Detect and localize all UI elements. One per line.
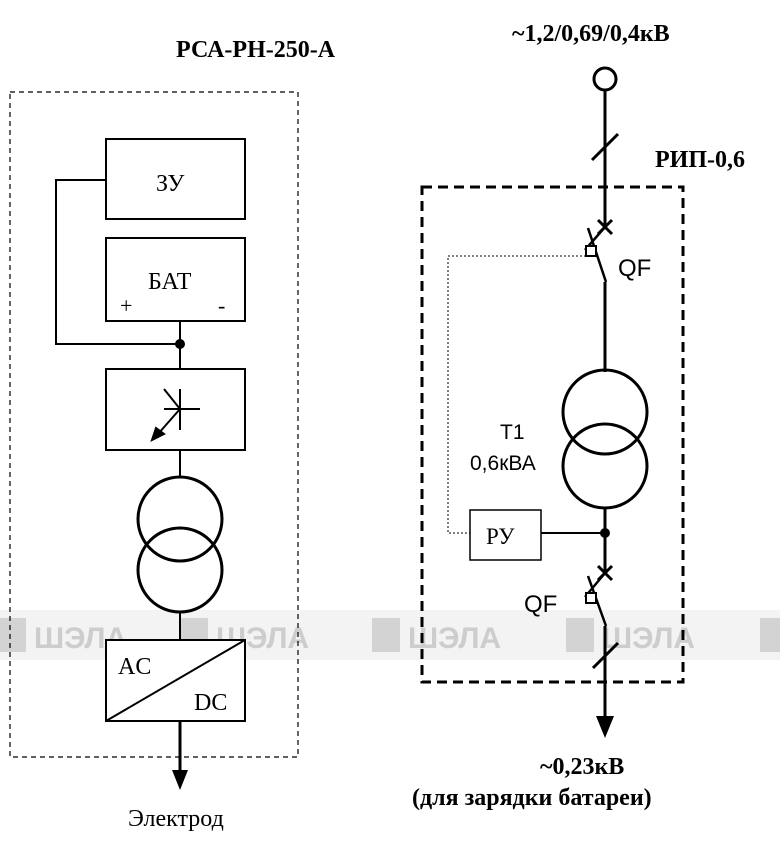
- watermark-text: ШЭЛА: [602, 622, 695, 655]
- transformer-name-label: T1: [500, 421, 525, 444]
- battery-block: БАТ + -: [105, 237, 246, 322]
- rectifier-ac-label: AC: [118, 654, 151, 680]
- thyristor-icon: [150, 388, 200, 442]
- breaker-bottom-icon: [584, 564, 614, 627]
- relay-label: РУ: [486, 524, 515, 549]
- electrode-arrow-icon: [172, 770, 188, 790]
- output-note-label: (для зарядки батареи): [412, 785, 652, 811]
- right-title: РИП-0,6: [655, 147, 745, 173]
- left-enclosure: [9, 91, 299, 758]
- input-terminal-icon: [592, 66, 618, 92]
- output-cable-mark-icon: [591, 641, 620, 670]
- output-voltage-label: ~0,23кВ: [540, 754, 624, 780]
- charger-label: ЗУ: [156, 171, 184, 197]
- charger-block: ЗУ: [105, 138, 246, 220]
- breaker-top-label: QF: [618, 255, 651, 282]
- input-cable-mark-icon: [590, 132, 620, 162]
- output-arrow-icon: [596, 716, 614, 738]
- battery-label: БАТ: [148, 269, 192, 295]
- left-title: РСА-РН-250-А: [176, 37, 336, 63]
- breaker-top-icon: [584, 218, 614, 372]
- input-voltage-label: ~1,2/0,69/0,4кВ: [512, 21, 670, 47]
- right-transformer-icon: [561, 368, 649, 510]
- watermark-logo-icon: [0, 618, 780, 652]
- right-enclosure: [420, 185, 685, 684]
- electrode-label: Электрод: [128, 806, 224, 832]
- relay-block: РУ: [469, 509, 542, 561]
- breaker-bottom-label: QF: [524, 591, 557, 618]
- junction-dot: [175, 339, 185, 349]
- rectifier-dc-label: DC: [194, 690, 227, 716]
- watermark-text: ШЭЛА: [408, 622, 501, 655]
- charger-feedback-wire: [55, 179, 180, 345]
- left-transformer-icon: [136, 475, 224, 614]
- battery-plus: +: [120, 293, 132, 318]
- battery-minus: -: [218, 293, 225, 318]
- thyristor-block: [105, 368, 246, 451]
- control-link-line: [447, 255, 586, 534]
- rectifier-block: AC DC: [105, 639, 246, 722]
- transformer-rating-label: 0,6кВА: [470, 452, 536, 475]
